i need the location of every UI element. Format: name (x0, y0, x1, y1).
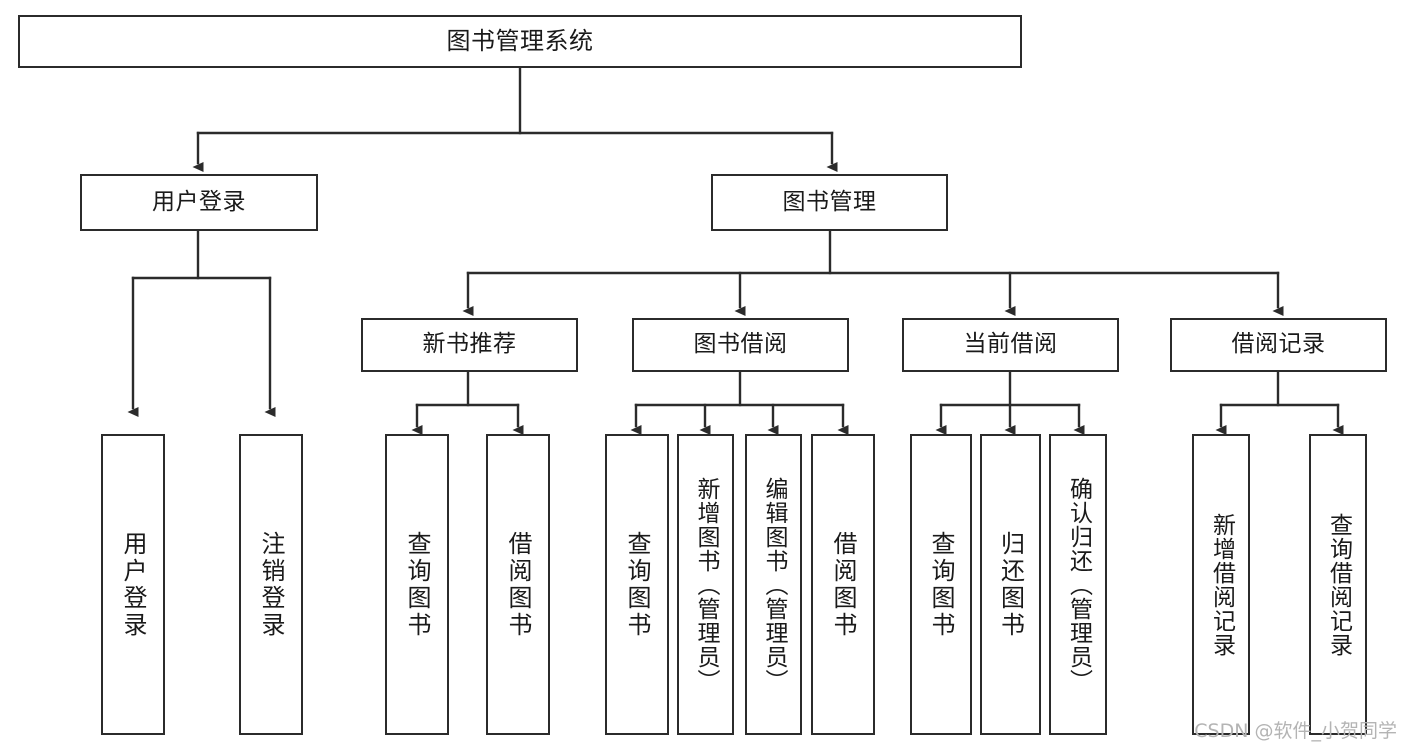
node-label: 查询图书 (623, 530, 651, 639)
leaf-borrow-record-query-record[interactable]: 查询借阅记录 (1309, 434, 1367, 735)
node-root-book-management-system[interactable]: 图书管理系统 (18, 15, 1022, 68)
csdn-watermark: CSDN @软件_小贺同学 (1194, 720, 1397, 742)
leaf-current-borrow-return-books[interactable]: 归还图书 (980, 434, 1041, 735)
node-user-login[interactable]: 用户登录 (80, 174, 318, 231)
node-label: 借阅图书 (504, 530, 532, 639)
node-label: 编辑图书（管理员） (761, 476, 787, 693)
node-label: 图书管理 (782, 188, 877, 215)
node-label: 新书推荐 (422, 331, 517, 358)
node-label: 图书借阅 (693, 331, 788, 358)
leaf-user-login-signout[interactable]: 注销登录 (239, 434, 303, 735)
leaf-user-login-signin[interactable]: 用户登录 (101, 434, 165, 735)
node-label: 用户登录 (152, 188, 246, 215)
node-label: 图书管理系统 (446, 27, 594, 56)
leaf-new-book-query-books[interactable]: 查询图书 (385, 434, 449, 735)
node-book-management[interactable]: 图书管理 (711, 174, 948, 231)
leaf-book-borrow-edit-book-admin[interactable]: 编辑图书（管理员） (745, 434, 802, 735)
node-label: 借阅记录 (1231, 331, 1326, 358)
node-label: 查询图书 (927, 530, 955, 639)
node-label: 归还图书 (996, 530, 1025, 639)
node-label: 借阅图书 (829, 530, 857, 639)
leaf-book-borrow-query-books[interactable]: 查询图书 (605, 434, 669, 735)
leaf-current-borrow-query-books[interactable]: 查询图书 (910, 434, 972, 735)
leaf-borrow-record-add-record[interactable]: 新增借阅记录 (1192, 434, 1250, 735)
node-label: 当前借阅 (963, 331, 1058, 358)
node-book-borrowing[interactable]: 图书借阅 (632, 318, 849, 372)
leaf-book-borrow-add-book-admin[interactable]: 新增图书（管理员） (677, 434, 734, 735)
node-label: 新增借阅记录 (1208, 512, 1235, 657)
node-current-borrowing[interactable]: 当前借阅 (902, 318, 1119, 372)
node-borrowing-records[interactable]: 借阅记录 (1170, 318, 1387, 372)
leaf-book-borrow-borrow-books[interactable]: 借阅图书 (811, 434, 875, 735)
node-label: 注销登录 (257, 530, 285, 639)
node-new-book-recommendation[interactable]: 新书推荐 (361, 318, 578, 372)
node-label: 查询借阅记录 (1325, 512, 1352, 657)
node-label: 用户登录 (119, 530, 147, 639)
leaf-new-book-borrow-books[interactable]: 借阅图书 (486, 434, 550, 735)
node-label: 确认归还（管理员） (1065, 476, 1092, 693)
node-label: 查询图书 (403, 530, 431, 639)
node-label: 新增图书（管理员） (693, 476, 719, 693)
leaf-current-borrow-confirm-return-admin[interactable]: 确认归还（管理员） (1049, 434, 1107, 735)
